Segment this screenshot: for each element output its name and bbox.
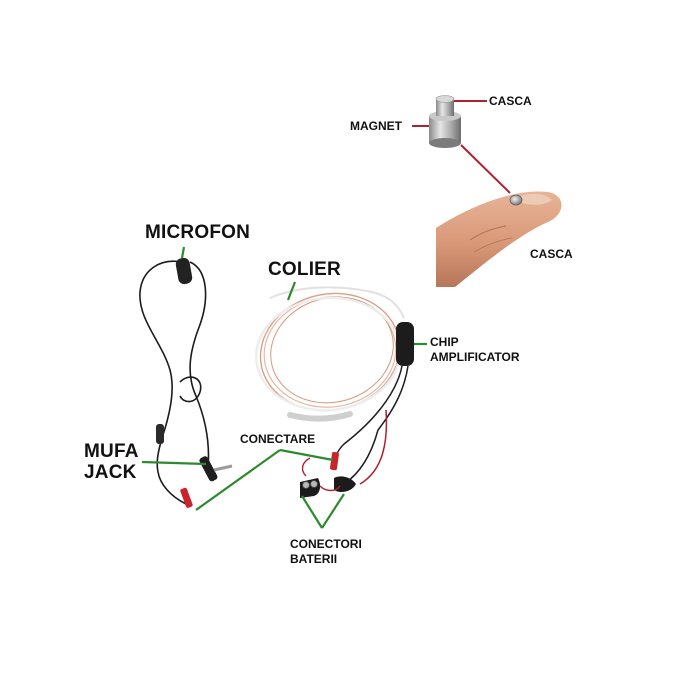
chip-amplifier-body [396, 322, 414, 366]
label-casca-finger: CASCA [530, 247, 573, 261]
jack-plug [199, 456, 233, 482]
earpiece-on-finger [509, 194, 523, 206]
label-conectori-line1: CONECTORI [290, 537, 362, 551]
label-mufa-line2: JACK [84, 462, 137, 484]
battery-connectors [300, 457, 356, 498]
red-pointer-lines [412, 100, 511, 194]
chip-wires [334, 365, 409, 485]
green-pointer-lines [141, 246, 427, 529]
label-mufa-line1: MUFA [84, 441, 139, 462]
label-magnet: MAGNET [350, 119, 402, 133]
label-chip-line2: AMPLIFICATOR [430, 350, 520, 364]
label-mufa-jack: MUFA JACK [84, 441, 139, 484]
microphone-pod [175, 257, 193, 285]
microphone-cable [139, 260, 210, 473]
label-conectori-baterii: CONECTORI BATERII [290, 537, 362, 567]
red-pin-connector-left [157, 471, 193, 508]
label-conectori-line2: BATERII [290, 552, 338, 566]
label-colier: COLIER [268, 259, 341, 280]
magnet-cylinder [429, 95, 461, 148]
label-casca-top: CASCA [489, 94, 532, 108]
label-chip-amplificator: CHIP AMPLIFICATOR [430, 335, 520, 365]
inline-control [156, 424, 164, 444]
label-microfon: MICROFON [145, 222, 251, 243]
label-conectare: CONECTARE [240, 432, 316, 446]
label-chip-line1: CHIP [430, 335, 459, 349]
red-pin-connector-right [330, 451, 339, 471]
